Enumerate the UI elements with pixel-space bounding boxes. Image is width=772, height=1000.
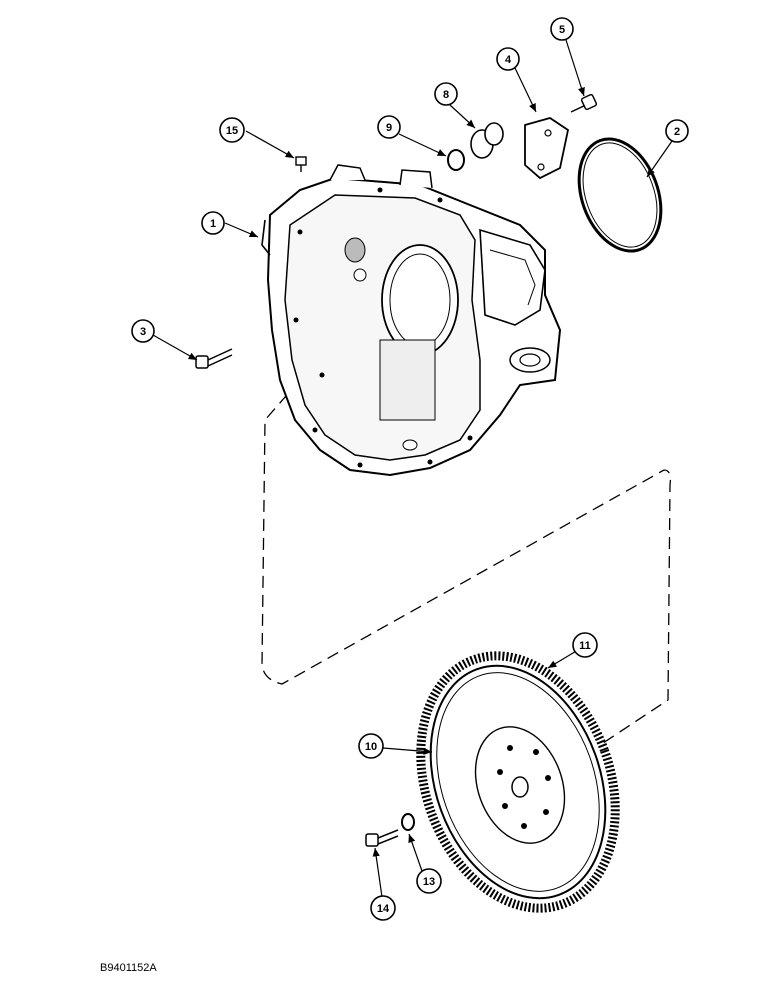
assembly-dashed-line bbox=[261, 379, 672, 746]
svg-text:15: 15 bbox=[226, 125, 238, 137]
cover-bolt bbox=[570, 93, 598, 113]
svg-text:3: 3 bbox=[140, 326, 146, 338]
seal-ring bbox=[447, 149, 465, 171]
svg-text:4: 4 bbox=[505, 54, 512, 66]
svg-text:1: 1 bbox=[210, 218, 216, 230]
plug bbox=[470, 122, 504, 159]
callout-8: 8 bbox=[434, 82, 458, 106]
callout-15: 15 bbox=[219, 117, 245, 143]
flywheel-housing bbox=[261, 164, 562, 477]
housing-bolt-holes bbox=[293, 187, 473, 468]
callout-13: 13 bbox=[416, 868, 442, 894]
svg-text:13: 13 bbox=[423, 876, 435, 888]
callout-9: 9 bbox=[377, 115, 401, 139]
callout-leaders bbox=[152, 39, 673, 898]
document-id: B9401152A bbox=[100, 962, 157, 974]
callout-4: 4 bbox=[496, 47, 520, 71]
callout-14: 14 bbox=[370, 895, 396, 921]
vent-bolt bbox=[295, 156, 307, 172]
callout-2: 2 bbox=[665, 119, 689, 143]
svg-text:2: 2 bbox=[674, 126, 680, 138]
callout-1: 1 bbox=[201, 211, 225, 235]
callout-3: 3 bbox=[131, 319, 155, 343]
svg-text:10: 10 bbox=[365, 741, 377, 753]
o-ring bbox=[577, 137, 663, 253]
callout-11: 11 bbox=[572, 632, 598, 658]
cover-plate bbox=[524, 117, 570, 180]
housing-bolt bbox=[195, 348, 233, 369]
flywheel bbox=[416, 651, 620, 913]
svg-text:8: 8 bbox=[443, 89, 449, 101]
callout-5: 5 bbox=[550, 17, 574, 41]
washer bbox=[401, 813, 415, 831]
svg-text:9: 9 bbox=[386, 122, 392, 134]
svg-text:14: 14 bbox=[377, 903, 390, 915]
callout-10: 10 bbox=[358, 733, 384, 759]
svg-text:11: 11 bbox=[579, 640, 591, 652]
svg-text:5: 5 bbox=[559, 24, 565, 36]
flywheel-bolt bbox=[365, 829, 399, 847]
